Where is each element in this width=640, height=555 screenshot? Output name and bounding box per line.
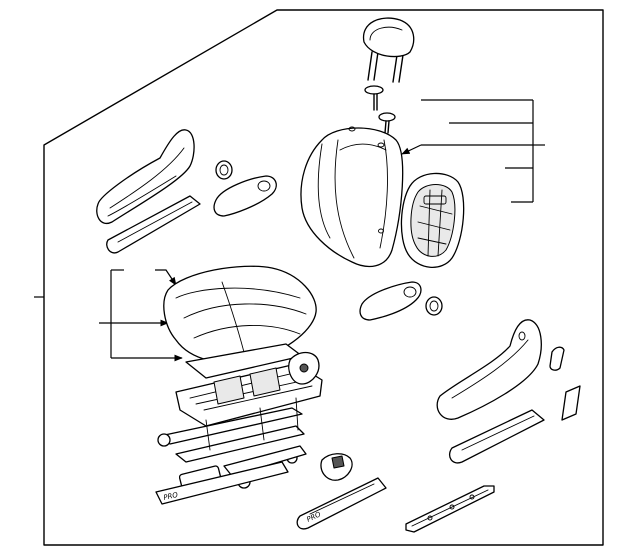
right-recliner-cover [437, 320, 541, 420]
center-rail-cover: PRO [297, 478, 386, 529]
headrest-guide-right [379, 113, 395, 133]
left-side-trim [107, 196, 200, 253]
seat-back [301, 127, 403, 266]
left-armrest-cover [214, 176, 276, 216]
lever-handle [321, 454, 352, 480]
left-recliner-cover [97, 130, 194, 224]
left-rail-stamp: PRO [163, 491, 179, 502]
right-knob [426, 297, 442, 315]
left-rail-cover: PRO [156, 462, 288, 504]
right-rail-bracket [406, 486, 494, 532]
headrest-guide-left [365, 86, 383, 110]
headrest [364, 18, 414, 82]
small-trim [562, 386, 580, 420]
right-armrest-cover [360, 282, 421, 320]
left-knob [216, 161, 232, 179]
callout-bracket-left [99, 270, 183, 362]
right-side-trim [450, 410, 544, 463]
back-panel [401, 173, 463, 267]
callout-bracket-right [401, 100, 545, 202]
diagram-frame [44, 10, 603, 545]
seat-cushion [164, 266, 316, 363]
seat-track-frame [158, 353, 322, 489]
small-cover [550, 347, 564, 370]
